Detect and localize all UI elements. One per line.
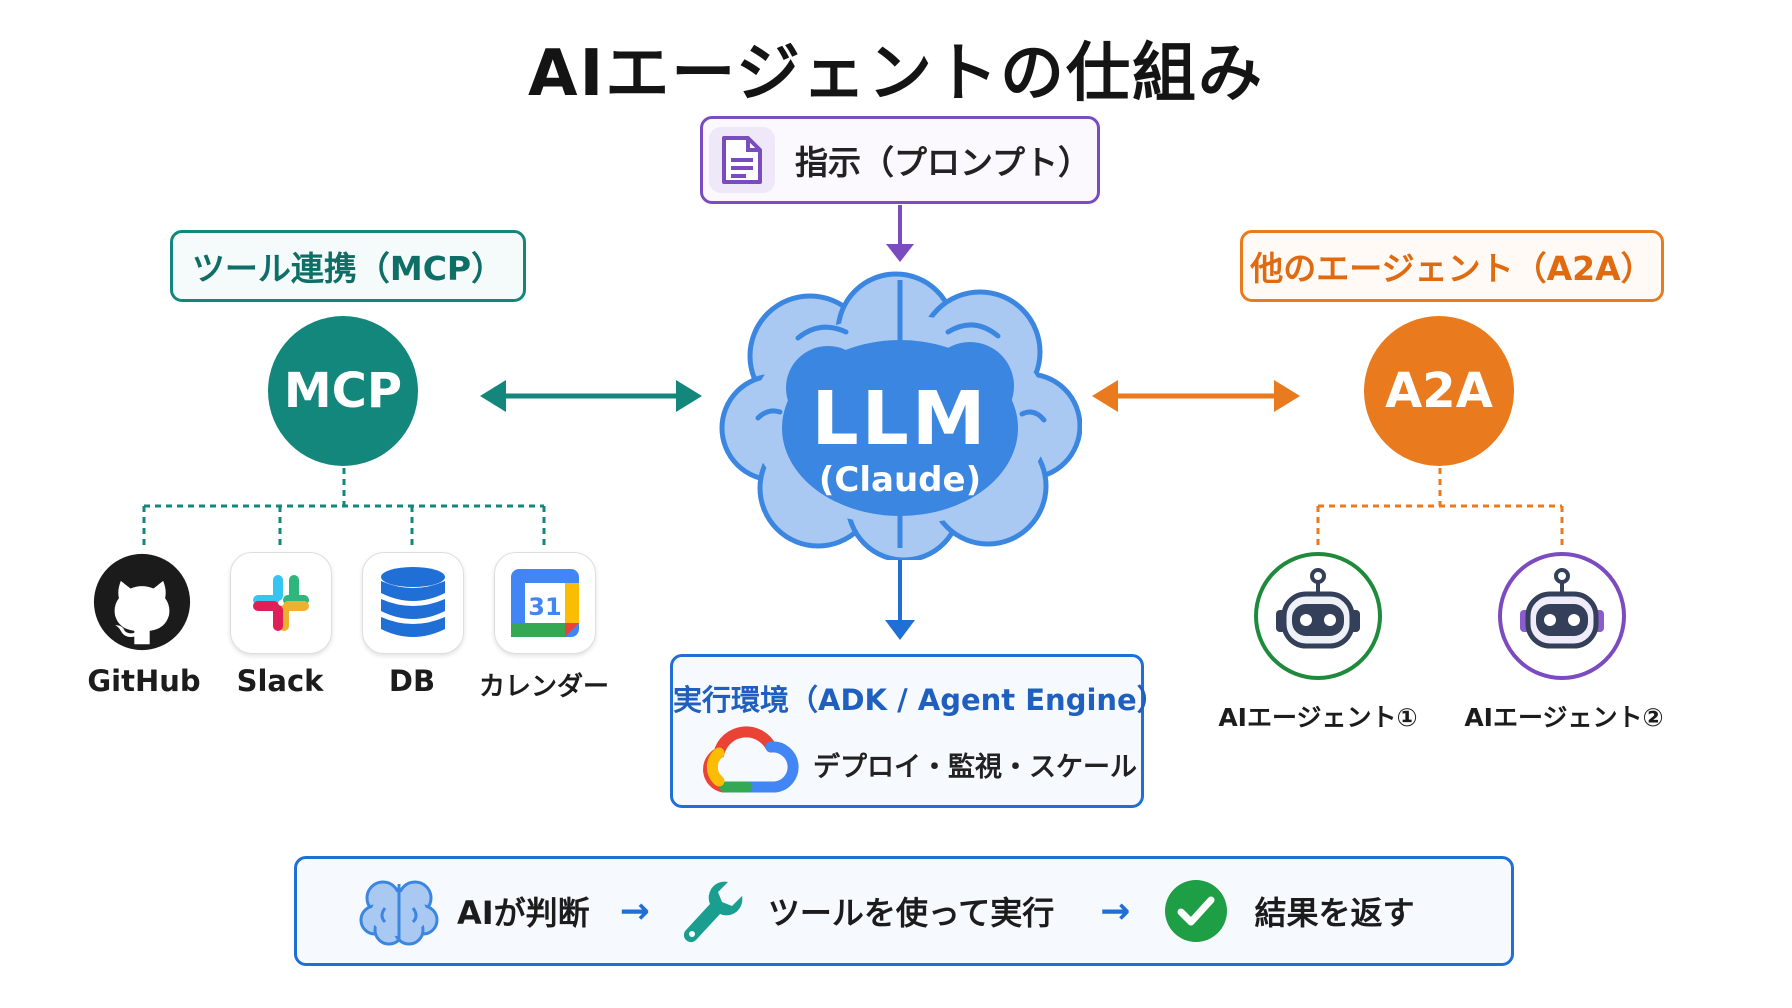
agent-1-avatar[interactable]	[1254, 552, 1382, 680]
page-title: AIエージェントの仕組み	[527, 37, 1265, 111]
a2a-tree-lines	[1316, 468, 1564, 550]
database-icon	[381, 567, 445, 637]
mcp-arrowhead-left	[480, 380, 506, 412]
runtime-subtitle: デプロイ・監視・スケール	[813, 752, 1137, 783]
prompt-arrowhead	[886, 244, 914, 262]
flow-step-2: ツールを使って実行	[767, 894, 1055, 932]
tool-label-slack: Slack	[236, 664, 324, 698]
flow-step-1: AIが判断	[457, 894, 590, 932]
runtime-box: 実行環境（ADK / Agent Engine） デプロイ・監視・スケール	[670, 654, 1166, 808]
slack-icon	[253, 575, 309, 631]
brain-icon	[359, 876, 439, 946]
calendar-day: 31	[528, 593, 561, 621]
a2a-header: 他のエージェント（A2A）	[1240, 230, 1664, 302]
flow-arrow-2: →	[1100, 890, 1131, 932]
a2a-arrowhead-right	[1274, 380, 1300, 412]
google-cloud-icon	[703, 725, 799, 799]
github-tile[interactable]	[92, 552, 192, 652]
github-icon	[93, 553, 191, 651]
mcp-tree-lines	[142, 468, 546, 546]
slack-tile[interactable]	[230, 552, 332, 654]
flow-step-3: 結果を返す	[1254, 894, 1415, 932]
llm-brain: LLM (Claude)	[718, 268, 1083, 563]
agent-1-label: AIエージェント①	[1218, 703, 1418, 732]
calendar-tile[interactable]: 31	[494, 552, 596, 654]
runtime-title: 実行環境（ADK / Agent Engine）	[673, 683, 1166, 717]
robot-icon	[1520, 568, 1604, 649]
mcp-arrowhead-right	[676, 380, 702, 412]
a2a-circle: A2A	[1364, 316, 1514, 466]
calendar-icon: 31	[511, 569, 579, 637]
db-tile[interactable]	[362, 552, 464, 654]
robot-icon	[1276, 568, 1360, 649]
tool-label-calendar: カレンダー	[478, 672, 609, 702]
mcp-header: ツール連携（MCP）	[170, 230, 526, 302]
runtime-arrowhead	[885, 620, 915, 640]
llm-model: (Claude)	[818, 460, 982, 500]
agent-2-label: AIエージェント②	[1464, 703, 1664, 732]
check-icon	[1164, 879, 1228, 943]
prompt-label: 指示（プロンプト）	[794, 143, 1091, 182]
document-icon	[708, 127, 775, 193]
mcp-circle: MCP	[268, 316, 418, 466]
tool-label-github: GitHub	[87, 664, 201, 698]
brain-icon	[719, 271, 1083, 563]
tool-label-db: DB	[388, 664, 436, 698]
agent-2-avatar[interactable]	[1498, 552, 1626, 680]
flow-arrow-1: →	[619, 890, 650, 932]
prompt-box: 指示（プロンプト）	[700, 116, 1100, 204]
flow-bar: AIが判断 → ツールを使って実行 → 結果を返す	[294, 856, 1514, 966]
wrench-icon	[680, 876, 746, 946]
llm-name: LLM	[811, 376, 989, 462]
a2a-arrowhead-left	[1092, 380, 1118, 412]
